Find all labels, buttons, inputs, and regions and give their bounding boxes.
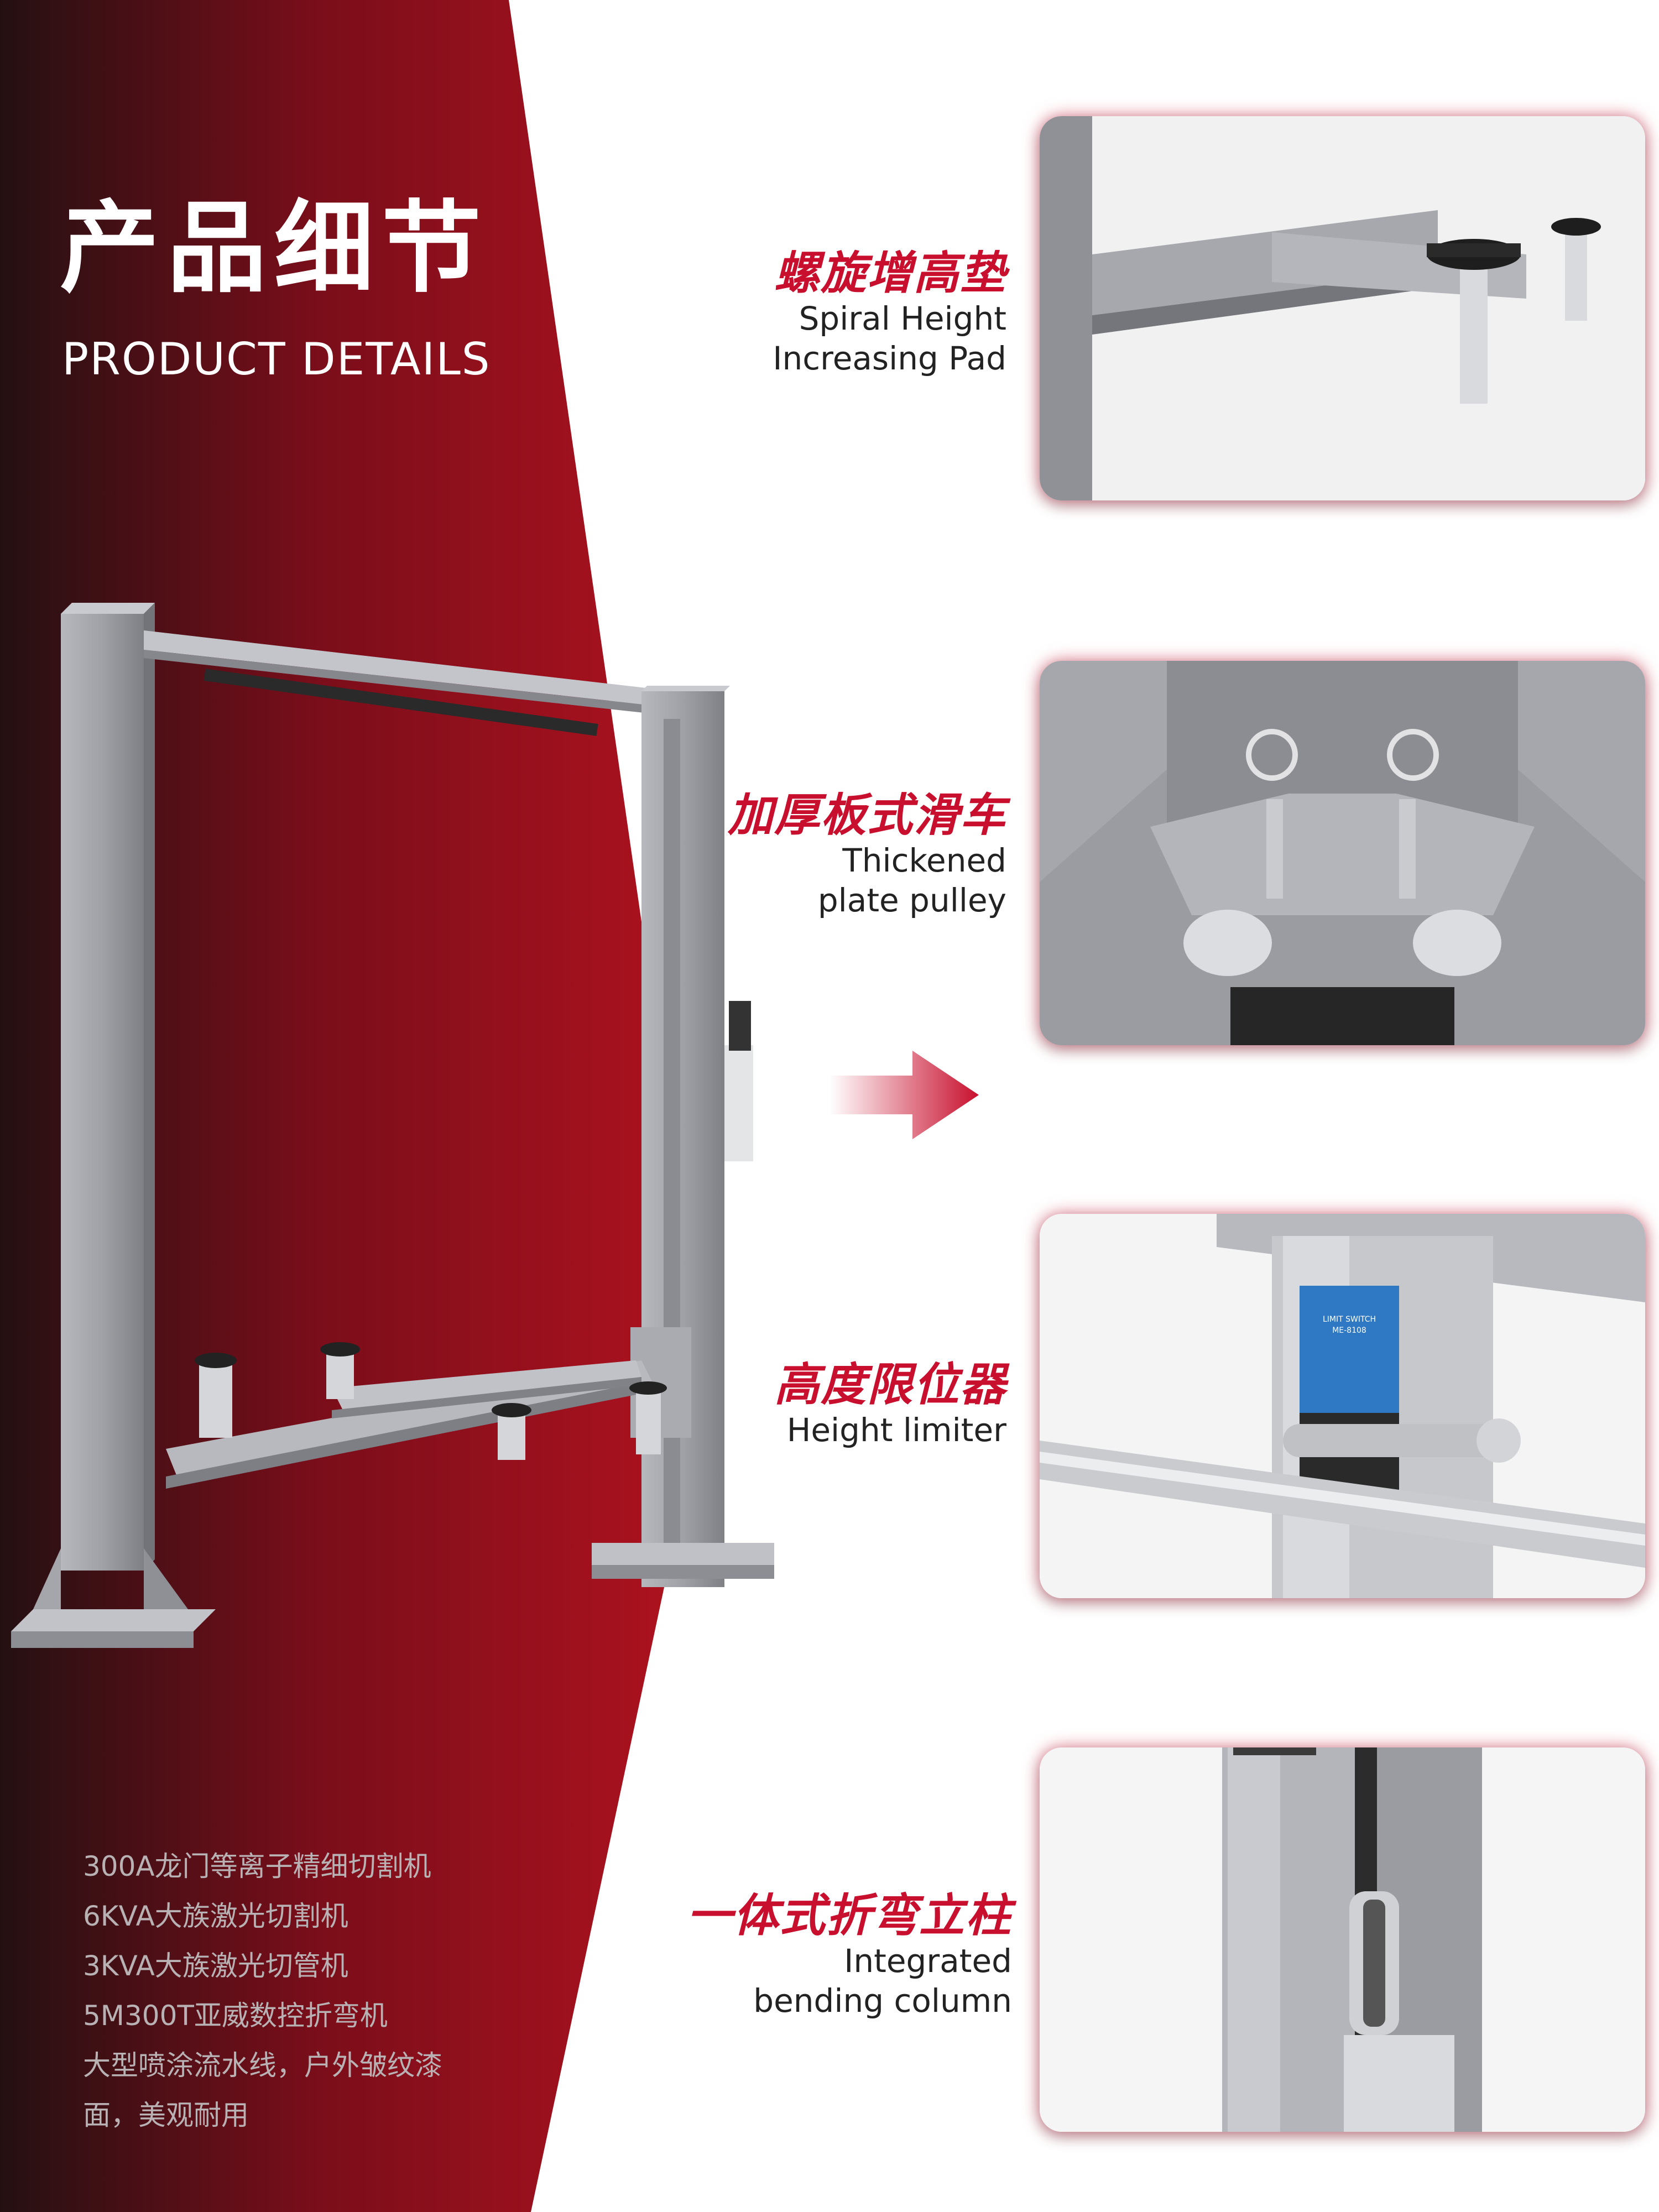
feature-title-en: Increasing Pad [773, 340, 1006, 378]
feature-label-spiral-pad: 螺旋增高垫 Spiral Height Increasing Pad [773, 247, 1006, 378]
height-limiter-image: LIMIT SWITCH ME-8108 [1040, 1214, 1645, 1598]
feature-title-en: Integrated [844, 1942, 1012, 1980]
bending-column-image [1040, 1747, 1645, 2132]
feature-label-plate-pulley: 加厚板式滑车 Thickened plate pulley [728, 789, 1006, 920]
feature-title-cn: 高度限位器 [774, 1359, 1006, 1411]
plate-pulley-image [1040, 661, 1645, 1045]
feature-title-en: Height limiter [786, 1411, 1006, 1449]
list-item: 6KVA大族激光切割机 [83, 1900, 348, 1932]
page-title-en: PRODUCT DETAILS [62, 333, 491, 385]
detail-card-height-limiter: LIMIT SWITCH ME-8108 [1040, 1214, 1645, 1598]
two-post-lift-illustration [11, 603, 774, 1648]
spiral-pad-image [1040, 116, 1645, 500]
feature-title-en: bending column [753, 1982, 1012, 2020]
detail-card-plate-pulley [1040, 661, 1645, 1045]
list-item: 3KVA大族激光切管机 [83, 1950, 348, 1982]
right-arrow-icon [830, 1051, 979, 1139]
list-item: 300A龙门等离子精细切割机 [83, 1850, 431, 1882]
detail-card-spiral-pad [1040, 116, 1645, 500]
list-item: 大型喷涂流水线，户外皱纹漆 [83, 2049, 442, 2081]
limit-switch-label: LIMIT SWITCH [1323, 1315, 1376, 1324]
list-item: 5M300T亚威数控折弯机 [83, 2000, 388, 2032]
feature-title-cn: 螺旋增高垫 [774, 247, 1006, 300]
limit-switch-model: ME-8108 [1332, 1326, 1366, 1335]
detail-card-bending-column [1040, 1747, 1645, 2132]
equipment-list: 300A龙门等离子精细切割机 6KVA大族激光切割机 3KVA大族激光切管机 5… [83, 1841, 481, 2140]
feature-title-cn: 加厚板式滑车 [728, 789, 1006, 842]
feature-label-height-limiter: 高度限位器 Height limiter [774, 1360, 1006, 1450]
feature-title-en: Thickened [842, 842, 1006, 880]
list-item: 面，美观耐用 [83, 2099, 249, 2131]
feature-title-en: plate pulley [817, 881, 1006, 920]
feature-title-cn: 一体式折弯立柱 [687, 1890, 1012, 1942]
page-title-cn: 产品细节 [60, 191, 489, 306]
feature-label-bending-column: 一体式折弯立柱 Integrated bending column [687, 1891, 1012, 2021]
feature-title-en: Spiral Height [799, 300, 1006, 338]
